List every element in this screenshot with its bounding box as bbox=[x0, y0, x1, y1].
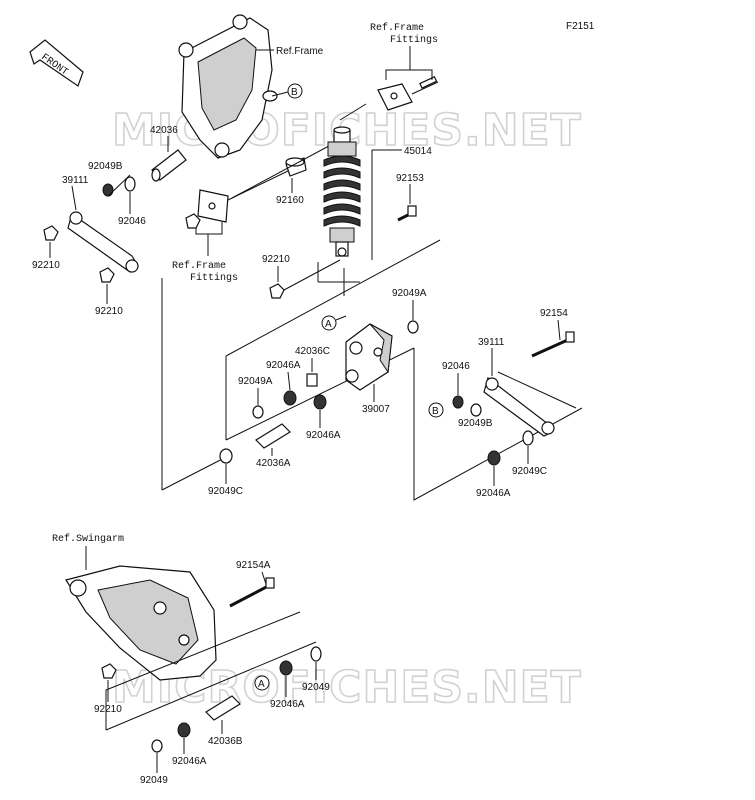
marker-a-bottom-text: A bbox=[258, 679, 265, 690]
bushing-92046-right bbox=[452, 395, 464, 409]
collar-92160 bbox=[285, 157, 307, 177]
ref-fittings-mid-2: Fittings bbox=[190, 272, 238, 284]
nut-92210-b bbox=[99, 267, 115, 283]
swingarm bbox=[65, 565, 217, 681]
washer-92049-right bbox=[310, 646, 322, 662]
washer-92049b-left bbox=[102, 183, 114, 197]
washer-92049c-right bbox=[522, 430, 534, 446]
label-45014: 45014 bbox=[404, 146, 432, 157]
rocker-39007 bbox=[345, 323, 393, 391]
label-92154a: 92154A bbox=[236, 560, 271, 571]
label-92210-a: 92210 bbox=[32, 260, 60, 271]
label-92049b-left: 92049B bbox=[88, 161, 123, 172]
bushing-92046a-1 bbox=[283, 390, 297, 406]
bolt-92154 bbox=[531, 331, 575, 358]
washer-92049a-left bbox=[252, 405, 264, 419]
label-39111-right: 39111 bbox=[478, 337, 505, 348]
bushing-92046a-5 bbox=[177, 722, 191, 738]
label-92210-c: 92210 bbox=[262, 254, 290, 265]
collar-42036a bbox=[255, 423, 291, 449]
ref-fittings-mid-1: Ref.Frame bbox=[172, 260, 226, 272]
label-42036b: 42036B bbox=[208, 736, 243, 747]
ref-frame-label: Ref.Frame bbox=[276, 46, 324, 57]
washer-92049a-right bbox=[407, 320, 419, 334]
washer-92049c-left bbox=[219, 448, 233, 464]
nut-92210-d bbox=[101, 663, 117, 679]
label-92049c-right: 92049C bbox=[512, 466, 547, 477]
collar-42036 bbox=[151, 149, 187, 182]
label-42036c: 42036C bbox=[295, 346, 330, 357]
marker-b-top-text: B bbox=[291, 87, 298, 98]
link-39111-left bbox=[67, 211, 139, 273]
ref-fittings-top-1: Ref.Frame bbox=[370, 22, 424, 34]
label-92154: 92154 bbox=[540, 308, 568, 319]
link-39111-right bbox=[483, 376, 555, 437]
label-92046a-5: 92046A bbox=[172, 756, 207, 767]
label-92210-d: 92210 bbox=[94, 704, 122, 715]
label-92046a-1: 92046A bbox=[266, 360, 301, 371]
label-92046-right: 92046 bbox=[442, 361, 470, 372]
marker-b-mid-text: B bbox=[432, 406, 439, 417]
label-42036: 42036 bbox=[150, 125, 178, 136]
label-92049-left: 92049 bbox=[140, 775, 168, 786]
collar-42036b bbox=[205, 695, 241, 721]
bushing-92046a-4 bbox=[279, 660, 293, 676]
label-92046a-2: 92046A bbox=[306, 430, 341, 441]
bushing-92046-left bbox=[124, 176, 136, 192]
shock-absorber-45014 bbox=[323, 126, 361, 257]
label-39111-left: 39111 bbox=[62, 175, 89, 186]
label-92049-right: 92049 bbox=[302, 682, 330, 693]
collar-42036c bbox=[306, 373, 318, 387]
bolt-92153 bbox=[397, 205, 417, 222]
bolt-92154a bbox=[229, 577, 275, 608]
marker-a-mid bbox=[321, 315, 337, 331]
front-arrow-icon: FRONT bbox=[29, 39, 84, 87]
label-92046a-3: 92046A bbox=[476, 488, 511, 499]
label-92049a-right: 92049A bbox=[392, 288, 427, 299]
label-92049c-left: 92049C bbox=[208, 486, 243, 497]
label-92153: 92153 bbox=[396, 173, 424, 184]
marker-b-top bbox=[287, 83, 303, 99]
ref-fittings-top-2: Fittings bbox=[390, 34, 438, 46]
bushing-92046a-2 bbox=[313, 394, 327, 410]
label-42036a: 42036A bbox=[256, 458, 291, 469]
label-92046-left: 92046 bbox=[118, 216, 146, 227]
label-92046a-4: 92046A bbox=[270, 699, 305, 710]
label-39007: 39007 bbox=[362, 404, 390, 415]
label-92210-b: 92210 bbox=[95, 306, 123, 317]
bushing-92046a-3 bbox=[487, 450, 501, 466]
label-92049a-left: 92049A bbox=[238, 376, 273, 387]
marker-a-bottom bbox=[254, 675, 270, 691]
ref-swingarm-label: Ref.Swingarm bbox=[52, 533, 124, 545]
marker-b-mid bbox=[428, 402, 444, 418]
nut-92210-a bbox=[43, 225, 59, 241]
washer-92049-left bbox=[151, 739, 163, 753]
frame-bracket bbox=[178, 14, 278, 159]
fittings-mid-bracket bbox=[185, 189, 229, 229]
marker-a-mid-text: A bbox=[325, 319, 332, 330]
diagram-code: F2151 bbox=[566, 21, 595, 32]
washer-92049b-right bbox=[470, 403, 482, 417]
nut-92210-c bbox=[269, 283, 285, 299]
label-92049b-right: 92049B bbox=[458, 418, 493, 429]
label-92160: 92160 bbox=[276, 195, 304, 206]
